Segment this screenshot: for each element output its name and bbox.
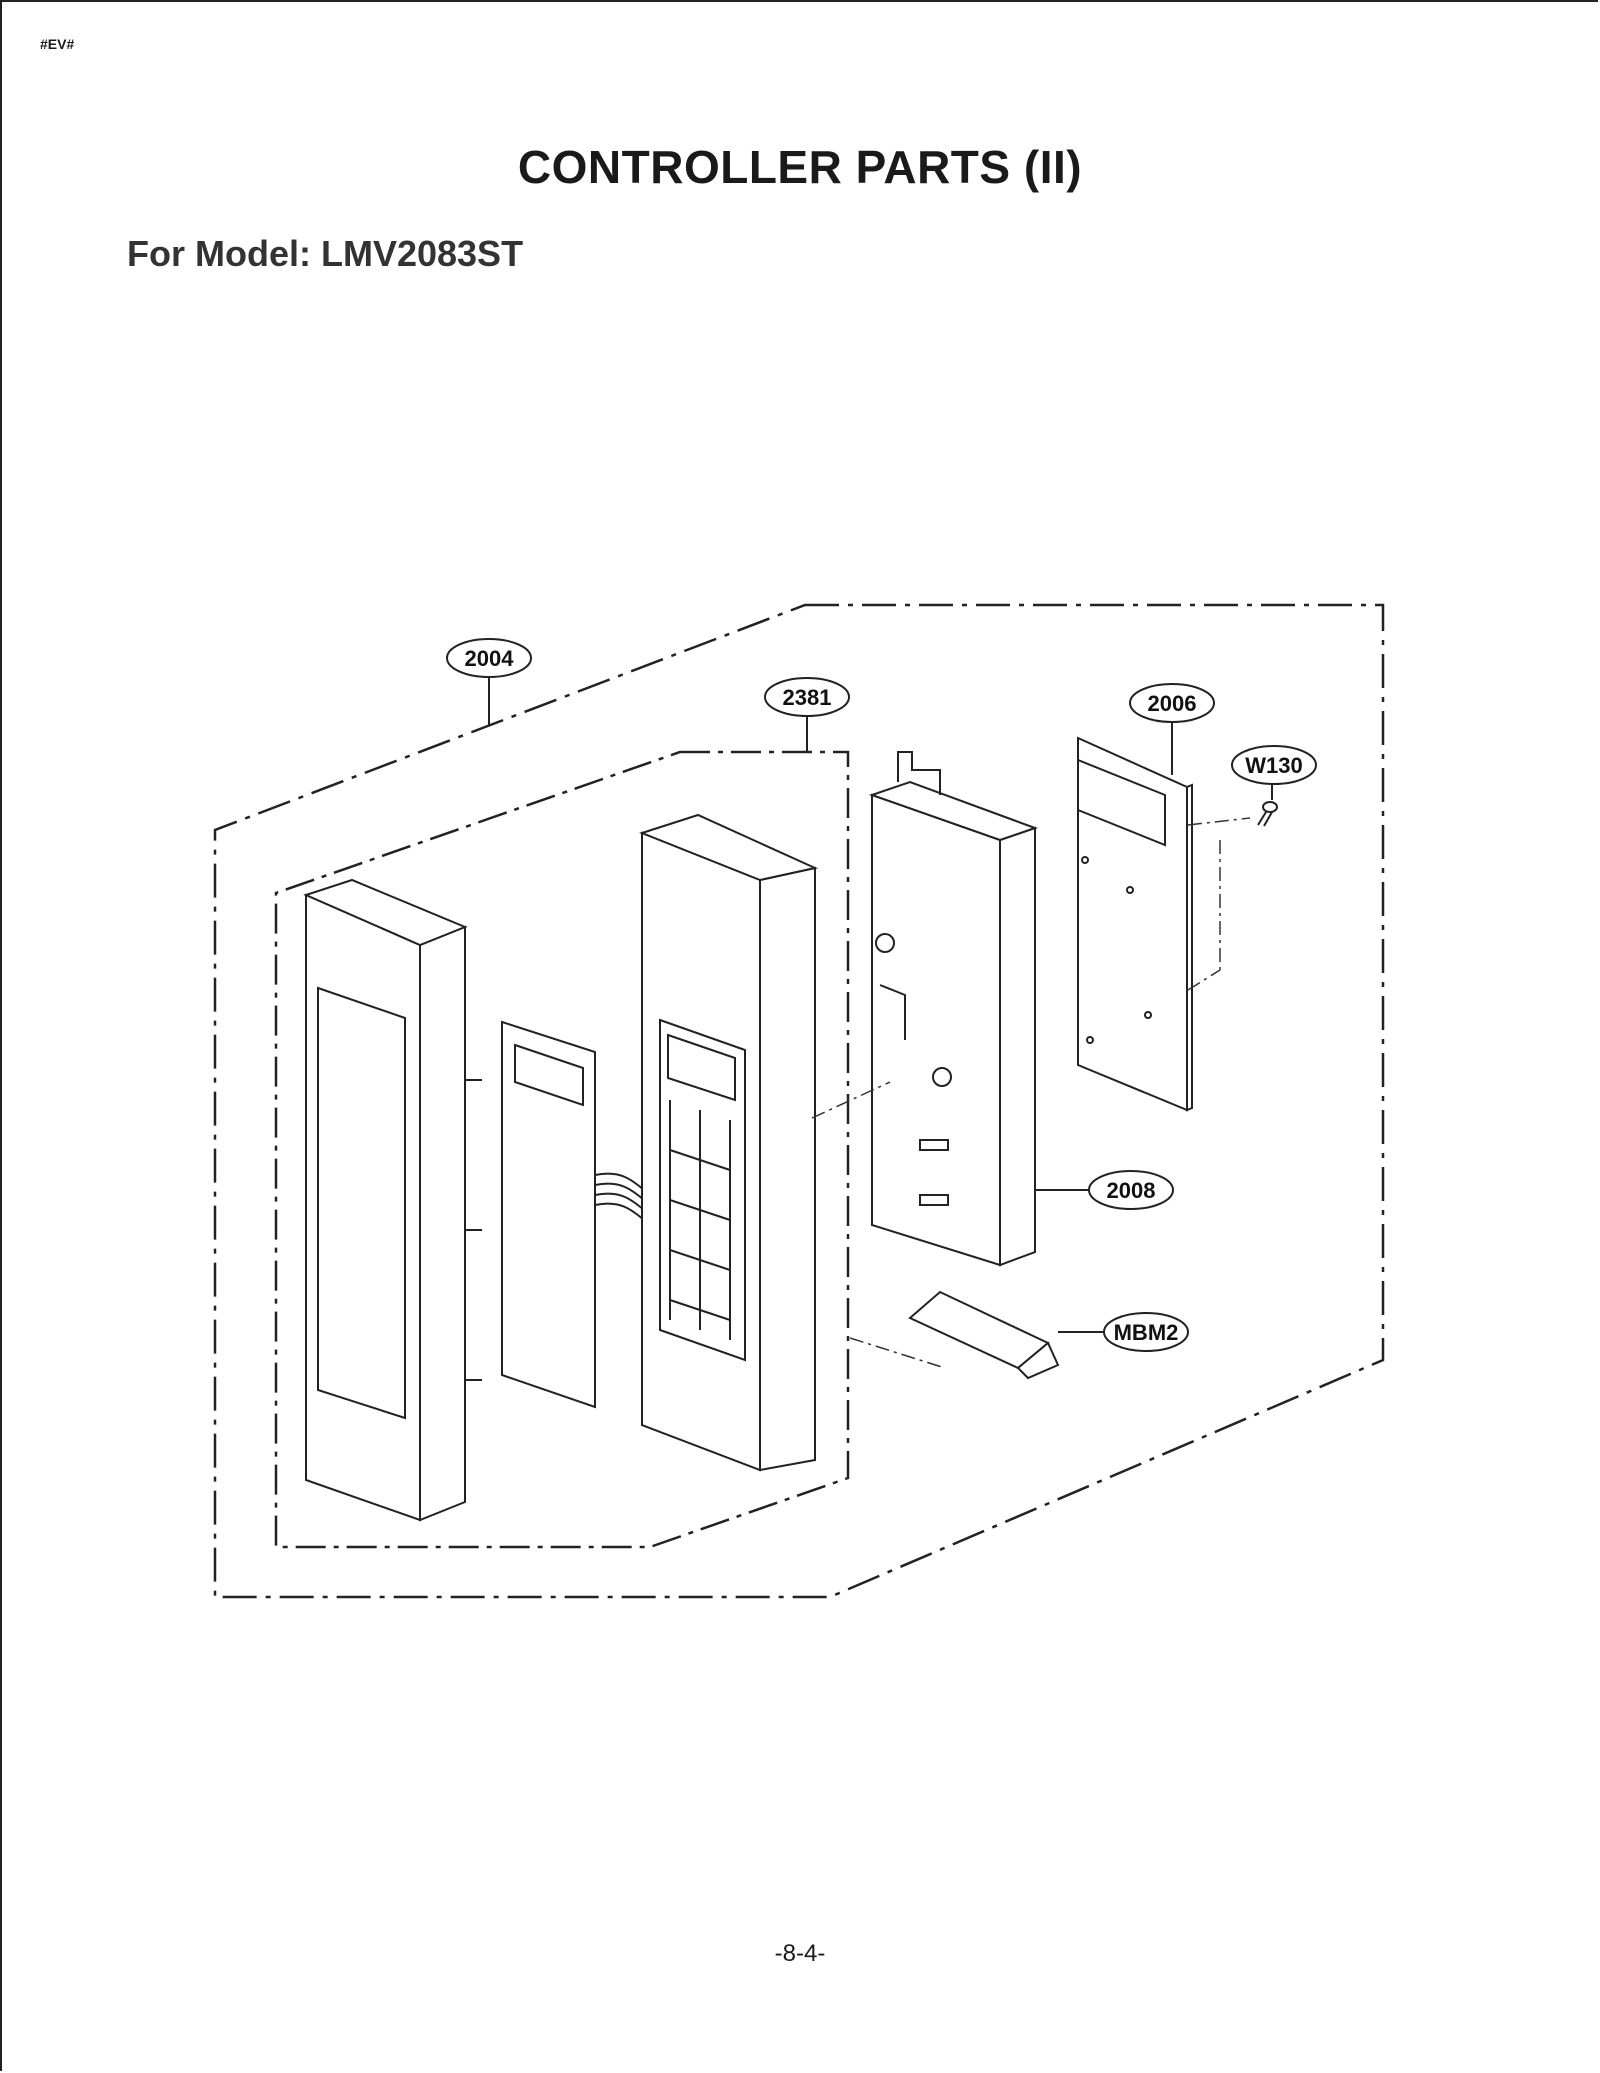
outer-assembly-boundary (213, 603, 1385, 1599)
front-door-panel (303, 878, 482, 1522)
screw-w130 (1257, 801, 1278, 827)
document-tag: #EV# (40, 36, 75, 52)
alignment-line (849, 1337, 946, 1369)
foam-mbm2 (908, 1290, 1060, 1380)
callout-oval-2381 (764, 677, 850, 717)
callout-oval-2004 (446, 638, 532, 678)
callout-label-w130: W130 (1245, 753, 1302, 778)
pcb-board (1077, 736, 1193, 1112)
callout-oval-w130 (1231, 745, 1317, 785)
alignment-line (1187, 817, 1251, 826)
callout-label-mbm2: MBM2 (1114, 1320, 1179, 1345)
model-subtitle: For Model: LMV2083ST (127, 233, 524, 274)
callout-label-2006: 2006 (1148, 691, 1197, 716)
callout-oval-2006 (1129, 683, 1215, 723)
callout-oval-2008 (1088, 1170, 1174, 1210)
inner-panel-boundary (274, 750, 850, 1549)
membrane-keypad (501, 1020, 651, 1409)
pcb-bracket (868, 751, 1038, 1267)
callout-label-2008: 2008 (1107, 1178, 1156, 1203)
alignment-line (1187, 969, 1221, 991)
page-title: CONTROLLER PARTS (II) (517, 141, 1083, 193)
callout-oval-mbm2 (1103, 1312, 1189, 1352)
control-panel-frame (639, 813, 819, 1472)
page-number: -8-4- (774, 1940, 826, 1967)
callout-label-2004: 2004 (465, 646, 515, 671)
callout-label-2381: 2381 (783, 685, 832, 710)
